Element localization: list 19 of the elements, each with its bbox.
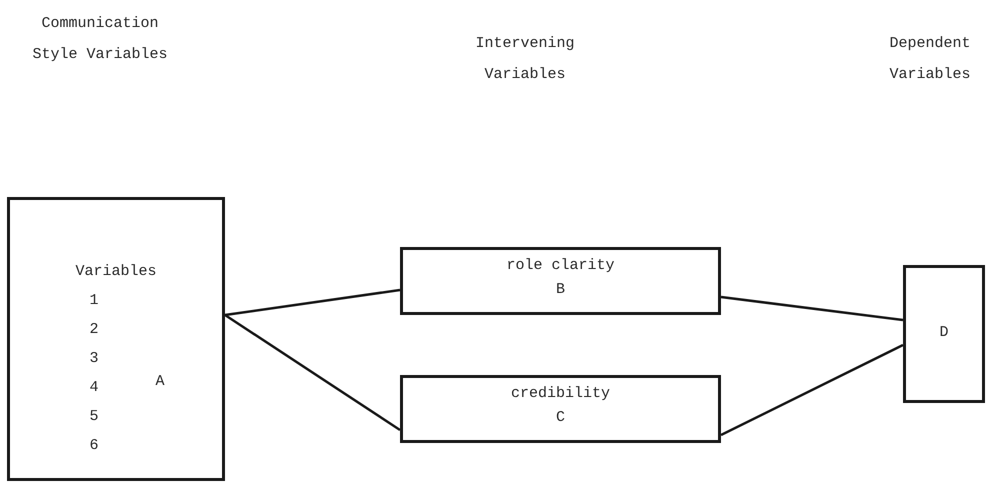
process-box [903,265,985,403]
box-label: role clarity [505,256,616,276]
box-text: 1 2 3 4 5 6 [88,291,100,456]
box-label: Variables [74,262,158,282]
box-label: D [938,323,950,343]
box-text: B [554,280,566,300]
connector-line [720,296,904,322]
box-label: credibility [510,384,612,404]
column-heading: Dependent Variables [888,34,972,85]
connector-line [224,288,400,316]
box-text: C [554,408,566,428]
column-heading: Intervening Variables [474,34,576,85]
column-heading: Communication Style Variables [31,14,169,65]
box-text: A [154,372,166,392]
process-box [400,247,721,315]
process-box [400,375,721,443]
process-box [7,197,225,481]
connector-line [224,314,401,432]
connector-line [720,344,904,436]
